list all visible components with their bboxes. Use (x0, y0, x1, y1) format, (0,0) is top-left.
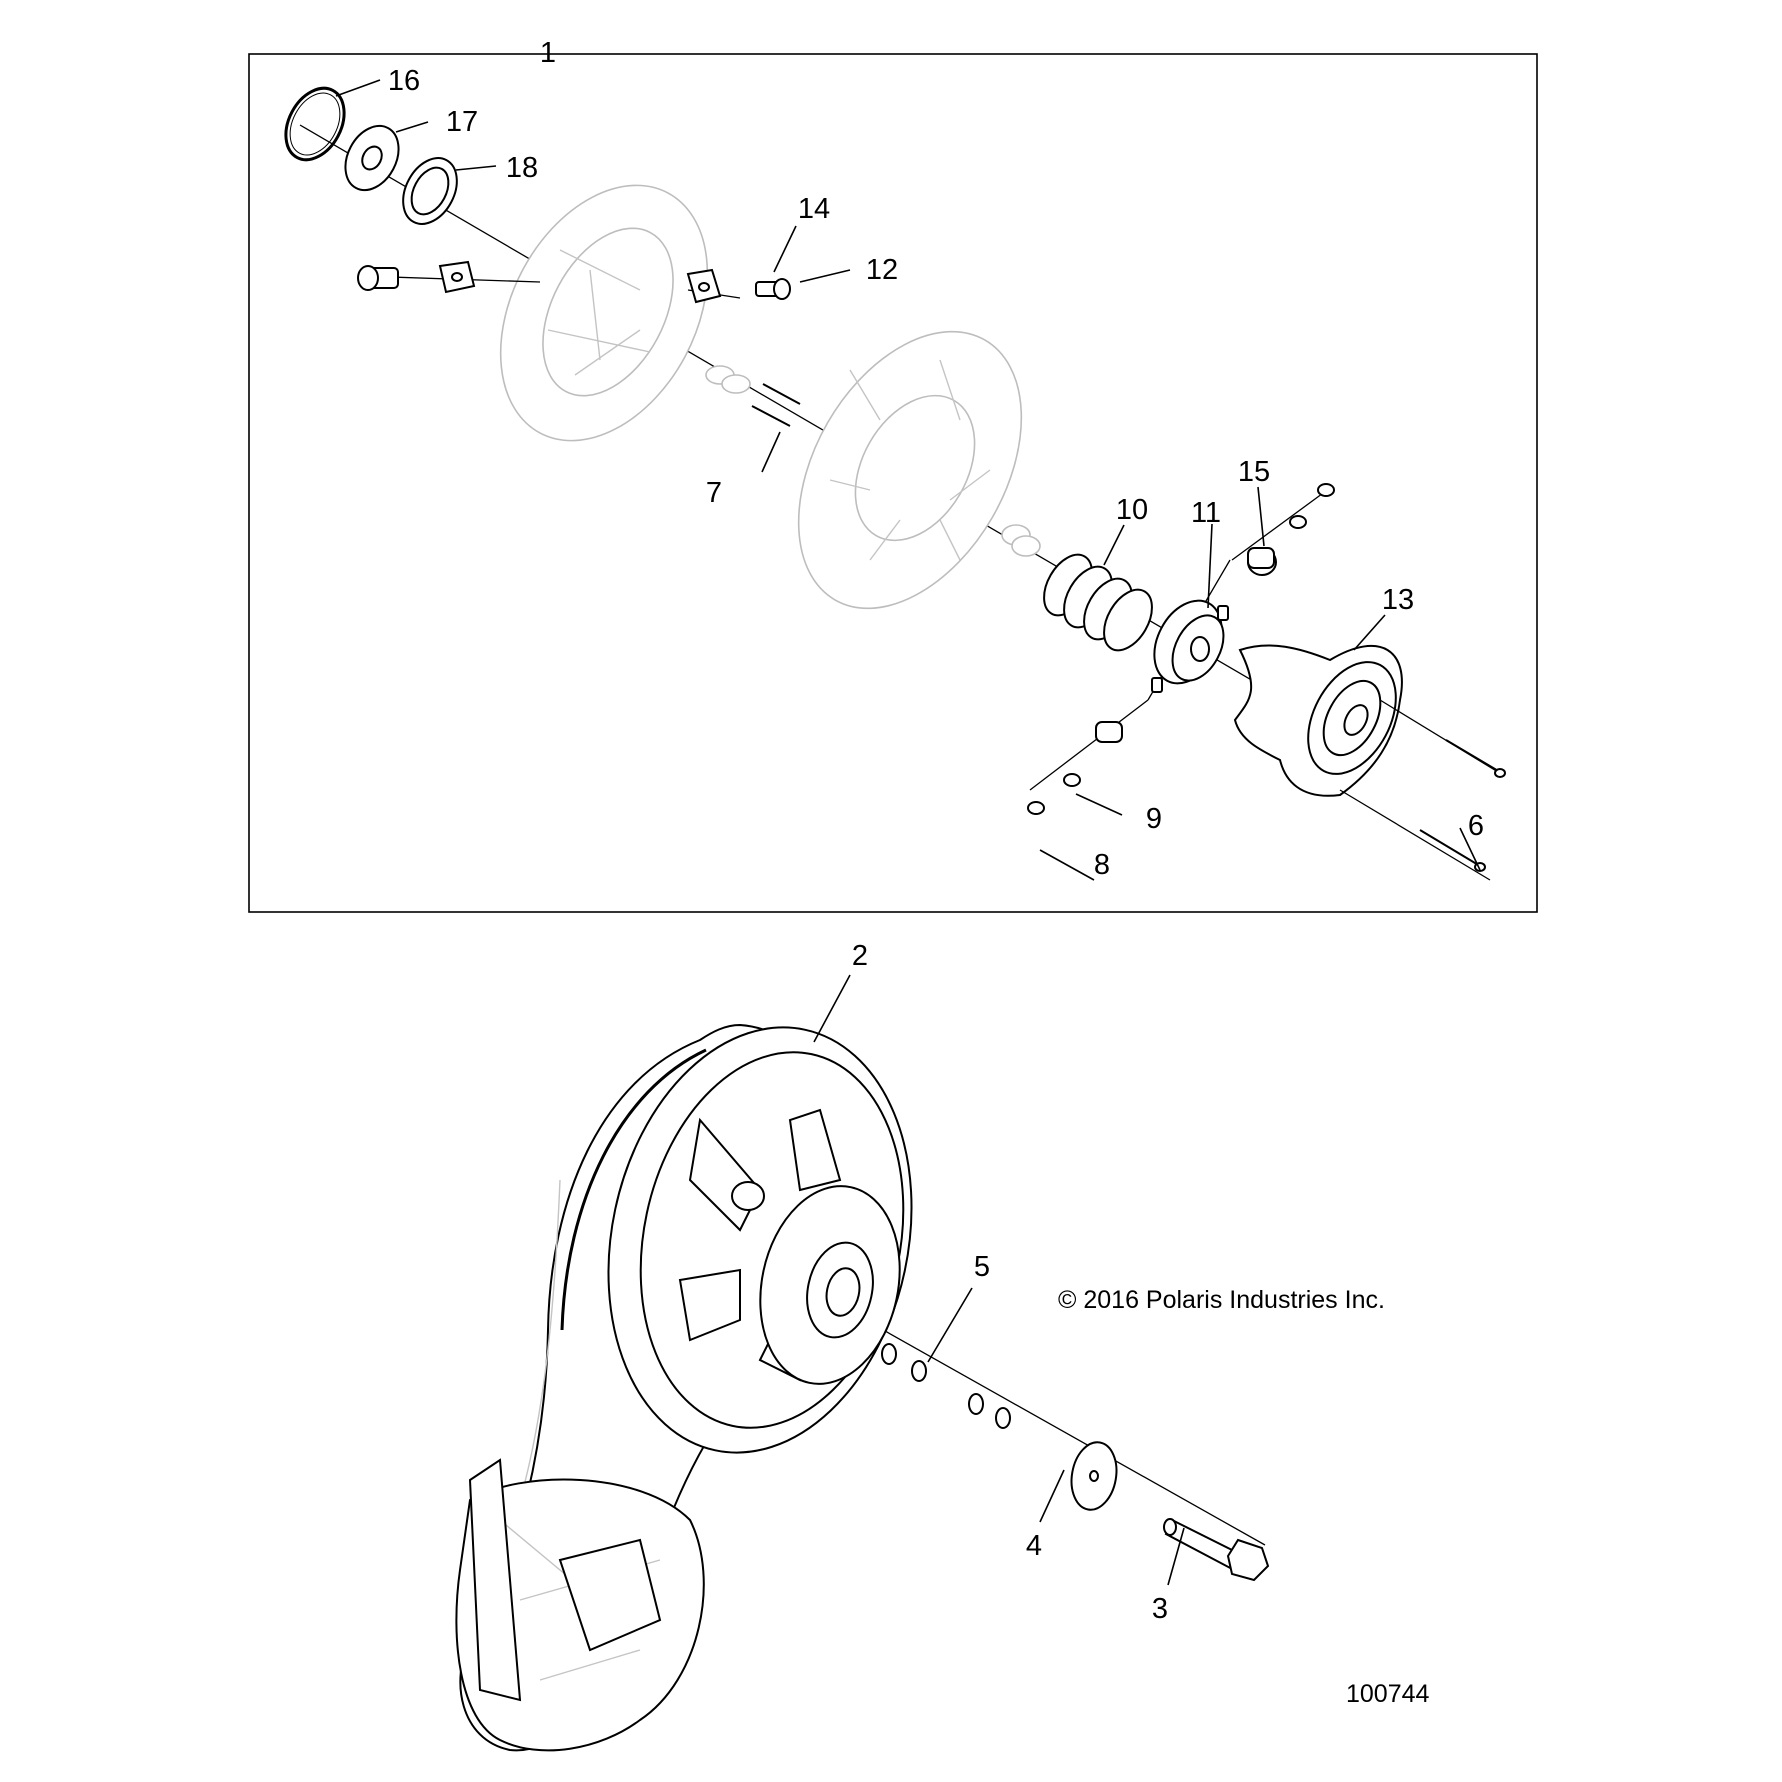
part-4-washer (1070, 1441, 1118, 1511)
callout-1: 1 (540, 37, 556, 69)
callout-18: 18 (506, 152, 538, 184)
part-14-slider-block (686, 268, 741, 304)
part-17-washer (344, 124, 400, 192)
part-3-bolt (1163, 1518, 1270, 1582)
callout-6: 6 (1468, 810, 1484, 842)
callout-11: 11 (1191, 497, 1221, 529)
callout-3: 3 (1152, 1593, 1168, 1625)
callout-16: 16 (388, 65, 420, 97)
figure-number: 100744 (1346, 1680, 1430, 1708)
callout-2: 2 (852, 940, 868, 972)
copyright-notice: © 2016 Polaris Industries Inc. (1058, 1286, 1385, 1314)
callout-9: 9 (1146, 803, 1162, 835)
part-16-retaining-ring (284, 86, 346, 162)
callout-4: 4 (1026, 1530, 1042, 1562)
callout-10: 10 (1116, 494, 1148, 526)
callout-15: 15 (1238, 456, 1270, 488)
part-5-washers (881, 1343, 1011, 1429)
part-11-cam (1147, 559, 1231, 701)
part-10-spring (1043, 553, 1153, 652)
part-7-dowel-pins (751, 383, 801, 427)
part-2-driven-clutch-assembly (455, 1023, 913, 1752)
part-6-screws (1419, 739, 1506, 872)
part-15-roller-upper (1231, 483, 1335, 576)
callout-14: 14 (798, 193, 830, 225)
assembly-axis-lower (829, 1299, 1266, 1546)
ghost-sheave-inner (797, 330, 1041, 610)
callout-8: 8 (1094, 849, 1110, 881)
callout-7: 7 (706, 477, 722, 509)
callout-leaders (335, 79, 1481, 1586)
callout-5: 5 (974, 1251, 990, 1283)
callout-12: 12 (866, 254, 898, 286)
callout-13: 13 (1382, 584, 1414, 616)
part-15-roller-lower (1027, 699, 1149, 815)
ghost-sheave-outer (499, 184, 751, 442)
subassembly-frame (248, 53, 1538, 913)
callout-17: 17 (446, 106, 478, 138)
part-12-pin (755, 278, 791, 300)
part-13-cover (1233, 644, 1499, 881)
left-roller-assembly (357, 260, 541, 294)
part-18-shim (402, 157, 458, 225)
